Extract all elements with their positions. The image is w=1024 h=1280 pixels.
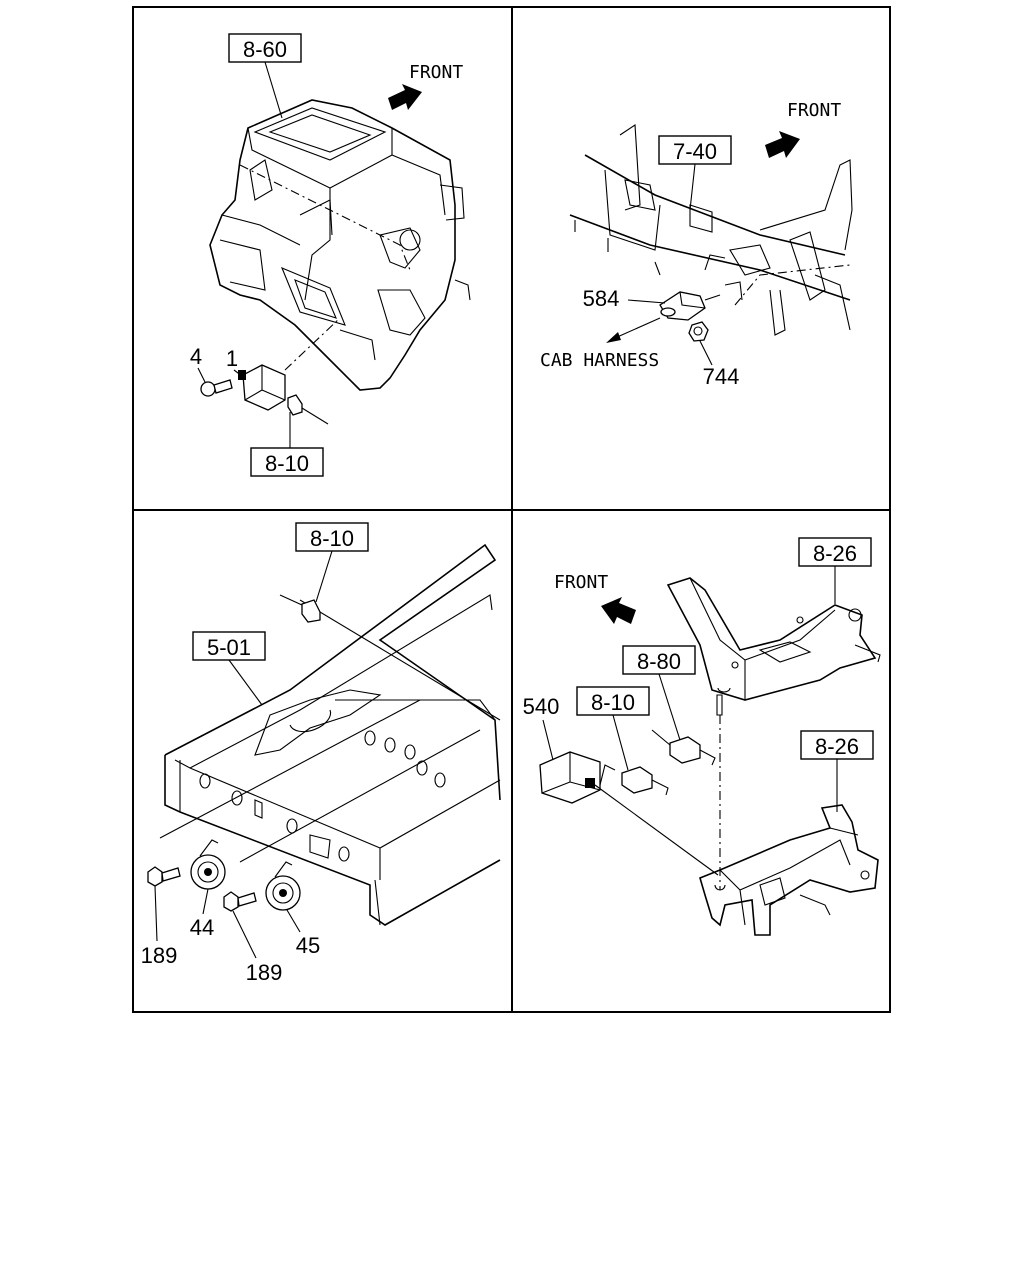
leader-5-01 [228, 659, 263, 706]
ref-box-8-10-top [250, 447, 324, 477]
harness-connector-8-10 [621, 766, 669, 796]
harness-connector [279, 594, 321, 623]
cab-harness-label: CAB HARNESS [540, 350, 659, 371]
leader-540 [542, 719, 554, 761]
connector-8-80 [651, 729, 716, 766]
leader-44 [202, 888, 209, 915]
leader-744 [699, 340, 713, 366]
panel-top-right: FRONT 7-40 584 [540, 100, 853, 389]
front-label: FRONT [409, 62, 463, 83]
part-number-1: 1 [226, 346, 238, 371]
part-number-45: 45 [296, 933, 320, 958]
panel-bottom-left: 8-10 5-01 44 45 189 [141, 522, 501, 985]
leader-1 [233, 369, 243, 377]
leader-584 [627, 299, 666, 304]
ref-label-8-10-bl: 8-10 [310, 526, 354, 551]
ref-box-8-60 [228, 33, 302, 63]
leader-8-10-br [612, 714, 629, 771]
ref-label-8-10-top: 8-10 [265, 451, 309, 476]
leader-7-40 [689, 163, 696, 211]
front-label: FRONT [787, 100, 841, 121]
leader-189-left [154, 885, 158, 942]
clip-584 [659, 291, 721, 321]
panel-bottom-right: FRONT 8-26 [523, 537, 881, 936]
part-number-744: 744 [703, 364, 740, 389]
bolt-4 [200, 379, 233, 397]
front-arrow-icon [765, 131, 800, 158]
relay-540 [539, 751, 719, 876]
heater-unit-drawing [209, 99, 471, 391]
leader-4 [197, 367, 206, 383]
chassis-frame-drawing [159, 543, 501, 926]
nut-744 [688, 321, 709, 342]
bolt-number-189-right: 189 [246, 960, 283, 985]
panel-frame [132, 6, 891, 1013]
leader-45 [286, 909, 301, 933]
upper-bracket-drawing [666, 577, 881, 701]
front-arrow-icon [601, 597, 636, 624]
harness-connector [287, 394, 329, 425]
bolt-number-189-left: 189 [141, 943, 178, 968]
bolt-189-right [223, 891, 257, 912]
part-number-540: 540 [523, 694, 560, 719]
ref-box-5-01 [192, 631, 266, 661]
screw [716, 694, 723, 890]
leader-189-right [232, 910, 257, 959]
ref-box-8-10-bl [295, 522, 369, 552]
panel-top-left: 8-60 FRONT 1 4 8-10 [190, 33, 471, 477]
horn-45 [265, 861, 301, 911]
part-number-4: 4 [190, 344, 202, 369]
crossmember-drawing [569, 124, 853, 336]
leader-8-80 [658, 673, 681, 741]
ref-box-8-26-top [798, 537, 872, 567]
leader-8-10-bl [315, 550, 333, 603]
ref-label-8-80: 8-80 [637, 649, 681, 674]
ref-label-8-26-top: 8-26 [813, 541, 857, 566]
relay-part [238, 317, 341, 411]
ref-box-8-80 [622, 645, 696, 675]
ref-label-8-10-br: 8-10 [591, 690, 635, 715]
part-number-44: 44 [190, 915, 214, 940]
horn-44 [190, 839, 226, 890]
lower-bracket-drawing [699, 804, 879, 936]
ref-box-7-40 [658, 135, 732, 165]
bolt-189-left [147, 866, 181, 887]
ref-label-8-26-bottom: 8-26 [815, 734, 859, 759]
cab-harness-arrow-icon [606, 332, 621, 343]
cab-harness-arrow-line [614, 317, 661, 339]
front-label: FRONT [554, 572, 608, 593]
leader-8-60 [264, 61, 283, 119]
ref-label-7-40: 7-40 [673, 139, 717, 164]
part-number-584: 584 [583, 286, 620, 311]
front-arrow-icon [388, 84, 422, 110]
ref-label-5-01: 5-01 [207, 635, 251, 660]
ref-label-8-60: 8-60 [243, 37, 287, 62]
